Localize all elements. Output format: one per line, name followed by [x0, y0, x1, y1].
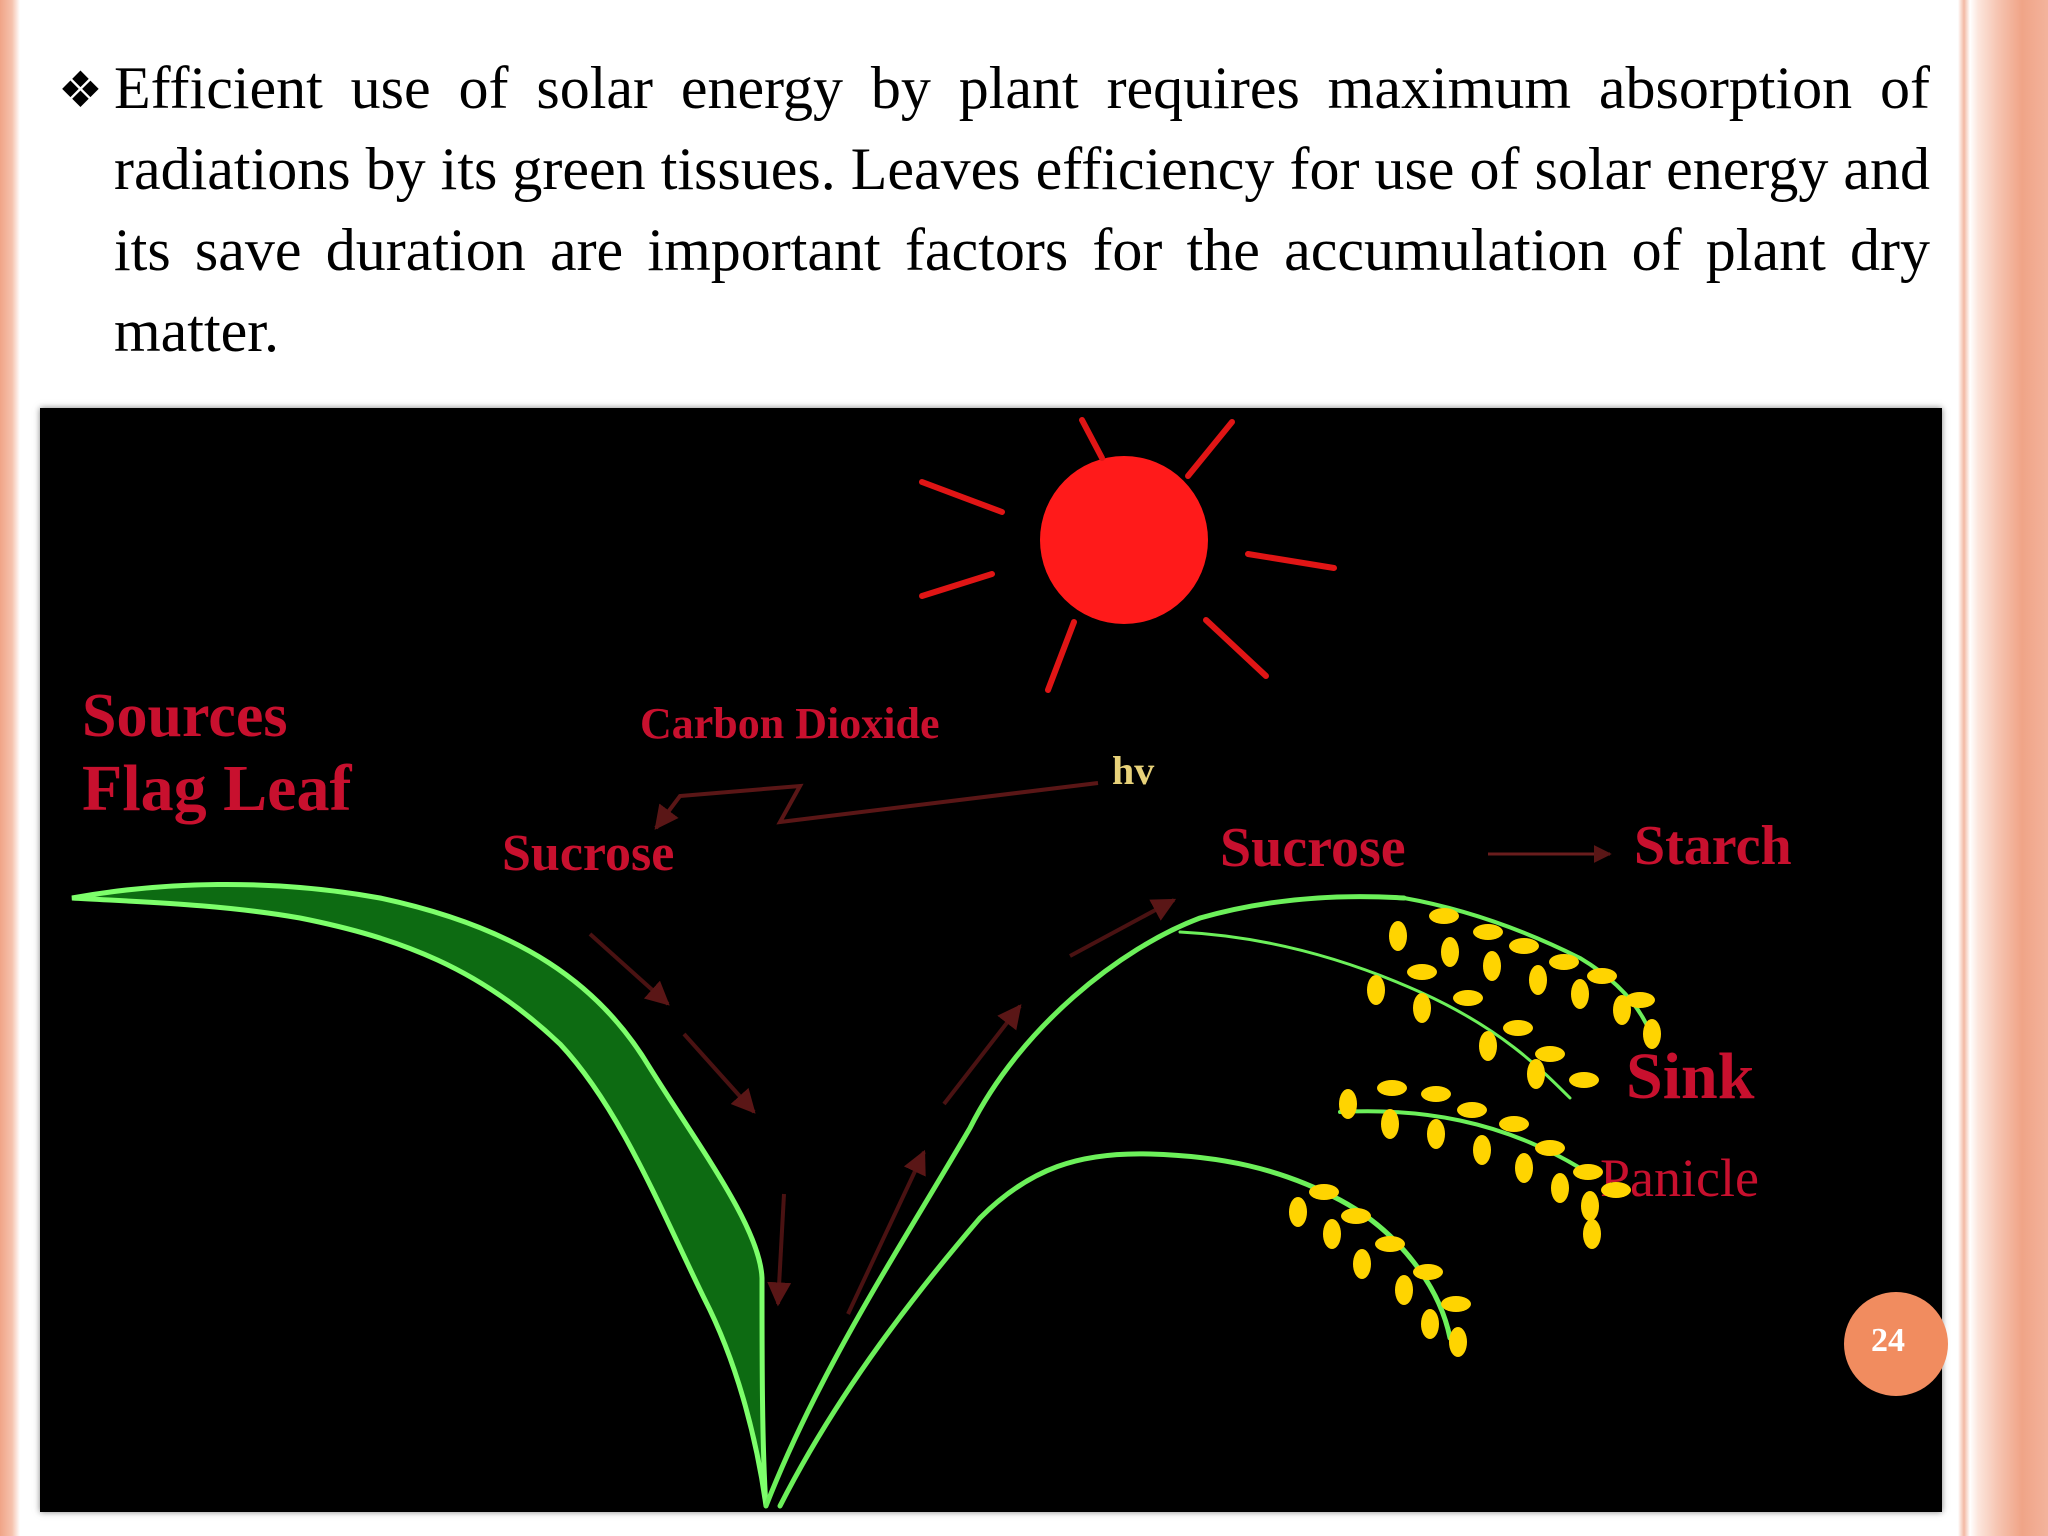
page-number-badge: [1844, 1292, 1948, 1396]
plant-diagram: Sources Flag Leaf Carbon Dioxide hv Sucr…: [40, 408, 1942, 1512]
flag-leaf-label: Flag Leaf: [82, 752, 352, 825]
hv-label: hv: [1112, 748, 1154, 793]
translocation-arrows: [588, 898, 1177, 1315]
left-decorative-border: [0, 0, 20, 1536]
sources-label: Sources: [82, 682, 288, 750]
diamond-bullet-icon: ❖: [58, 62, 103, 118]
page-number: 24: [1871, 1322, 1905, 1359]
right-decorative-border: [1958, 0, 2048, 1536]
panicle-label: Panicle: [1600, 1148, 1759, 1208]
bullet-point: ❖ Efficient use of solar energy by plant…: [58, 48, 1930, 372]
carbon-dioxide-label: Carbon Dioxide: [640, 699, 939, 748]
stems: [763, 894, 1652, 1509]
flag-leaf-shape: [71, 882, 769, 1507]
grain-cluster: [1289, 908, 1661, 1357]
light-energy-arrow: [654, 781, 1099, 830]
sun-icon: [919, 417, 1337, 693]
sucrose-panicle-label: Sucrose: [1220, 817, 1406, 879]
diagram-canvas: Sources Flag Leaf Carbon Dioxide hv Sucr…: [71, 417, 1792, 1509]
body-text: Efficient use of solar energy by plant r…: [114, 55, 1930, 364]
starch-label: Starch: [1634, 815, 1792, 877]
sucrose-leaf-label: Sucrose: [502, 825, 674, 882]
sink-label: Sink: [1626, 1040, 1755, 1113]
